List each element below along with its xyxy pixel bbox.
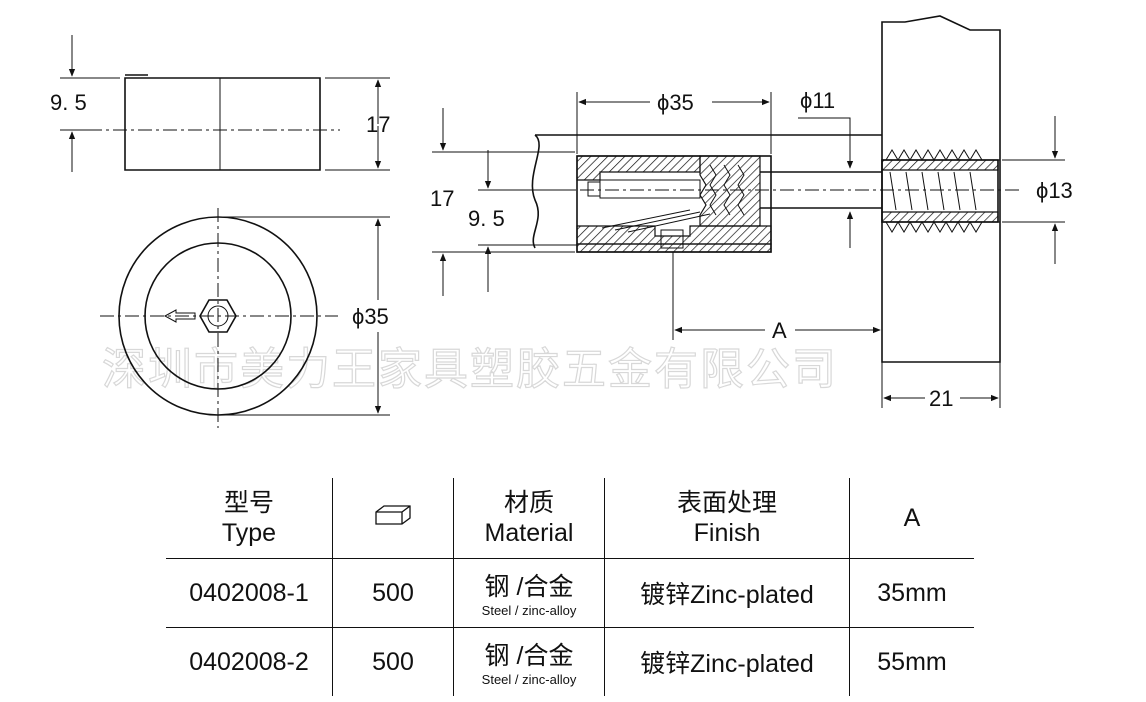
header-material: 材质 Material xyxy=(453,478,605,559)
cell-type: 0402008-1 xyxy=(189,578,309,607)
cell-qty: 500 xyxy=(332,558,454,628)
dim-label-9-5-section: 9. 5 xyxy=(468,206,505,231)
table-row: 0402008-1 500 钢 /合金 Steel / zinc-alloy 镀… xyxy=(166,558,974,628)
dim-label-dia11: ϕ11 xyxy=(800,88,835,113)
header-material-en: Material xyxy=(484,519,574,547)
dim-label-9-5-top: 9. 5 xyxy=(50,90,87,115)
dim-label-21: 21 xyxy=(929,386,953,411)
dim-label-dia35-section: ϕ35 xyxy=(657,90,694,115)
cell-finish: 镀锌Zinc-plated xyxy=(604,558,850,628)
header-finish: 表面处理 Finish xyxy=(604,478,850,559)
header-material-cn: 材质 xyxy=(503,489,554,517)
header-quantity xyxy=(332,478,454,559)
header-type: 型号 Type xyxy=(166,478,333,559)
technical-drawing: 深圳市美力王家具塑胶五金有限公司 9. 5 17 ϕ35 xyxy=(50,15,1073,428)
header-finish-en: Finish xyxy=(693,519,761,547)
section-view: ϕ35 ϕ11 17 9. 5 ϕ13 A 21 xyxy=(430,15,1073,411)
cell-material-cn: 钢 /合金 xyxy=(484,642,574,670)
cell-a: 35mm xyxy=(849,558,974,628)
table-row: 0402008-2 500 钢 /合金 Steel / zinc-alloy 镀… xyxy=(166,627,974,696)
cell-material-en: Steel / zinc-alloy xyxy=(481,603,577,618)
cell-finish: 镀锌Zinc-plated xyxy=(604,627,850,696)
dim-label-17-top: 17 xyxy=(366,112,390,137)
header-a: A xyxy=(849,478,974,559)
cell-material-en: Steel / zinc-alloy xyxy=(481,672,577,687)
box-icon xyxy=(375,504,411,525)
header-type-cn: 型号 xyxy=(223,489,274,517)
dim-label-dia13: ϕ13 xyxy=(1036,178,1073,203)
dim-label-17-section: 17 xyxy=(430,186,454,211)
front-view: ϕ35 xyxy=(100,208,390,428)
company-watermark: 深圳市美力王家具塑胶五金有限公司 xyxy=(102,344,838,395)
spec-table-header: 型号 Type 材质 Material 表面处理 Finish A xyxy=(166,478,974,559)
cell-material: 钢 /合金 Steel / zinc-alloy xyxy=(453,558,605,628)
dim-label-dia35-front: ϕ35 xyxy=(352,304,389,329)
cell-material-cn: 钢 /合金 xyxy=(484,573,574,601)
header-finish-cn: 表面处理 xyxy=(676,489,777,517)
spec-table: 型号 Type 材质 Material 表面处理 Finish A 040200… xyxy=(166,478,974,696)
dim-label-A: A xyxy=(772,318,787,343)
top-view: 9. 5 17 xyxy=(50,35,390,172)
cell-qty: 500 xyxy=(332,627,454,696)
cell-material: 钢 /合金 Steel / zinc-alloy xyxy=(453,627,605,696)
header-type-en: Type xyxy=(221,519,277,547)
cell-a: 55mm xyxy=(849,627,974,696)
cell-type: 0402008-2 xyxy=(166,627,333,696)
